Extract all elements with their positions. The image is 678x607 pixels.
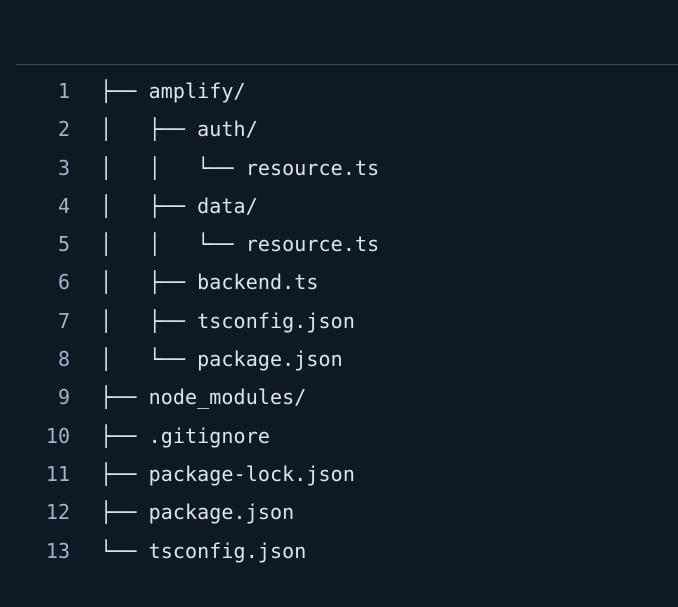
line-number: 1 [57, 79, 70, 103]
code-line: 6 │ ├── backend.ts [0, 263, 678, 301]
line-number: 7 [57, 308, 70, 333]
line-content: ├── amplify/ [100, 79, 246, 103]
line-content: └── tsconfig.json [100, 538, 307, 563]
code-line: 12 ├── package.json [0, 493, 678, 531]
line-content: │ ├── data/ [100, 193, 258, 218]
line-number: 5 [57, 232, 70, 257]
line-number: 2 [57, 117, 70, 142]
code-line: 2 │ ├── auth/ [0, 110, 678, 148]
line-number: 9 [57, 385, 70, 410]
code-line: 8 │ └── package.json [0, 340, 678, 378]
line-content: ├── .gitignore [100, 423, 270, 448]
line-content: │ ├── backend.ts [100, 270, 319, 295]
line-content: ├── node_modules/ [100, 385, 307, 410]
line-number: 13 [45, 538, 70, 563]
line-number: 6 [57, 270, 70, 295]
code-line: 11 ├── package-lock.json [0, 455, 678, 493]
line-number: 4 [57, 193, 70, 218]
code-line: 1 ├── amplify/ [0, 72, 678, 110]
line-content: │ └── package.json [100, 347, 343, 372]
code-line: 9 ├── node_modules/ [0, 378, 678, 416]
line-content: │ │ └── resource.ts [100, 232, 380, 257]
line-number: 8 [57, 347, 70, 372]
code-line: 7 │ ├── tsconfig.json [0, 302, 678, 340]
line-number: 11 [45, 461, 70, 486]
code-line: 10 ├── .gitignore [0, 417, 678, 455]
line-number: 3 [57, 155, 70, 180]
line-content: │ ├── auth/ [100, 117, 258, 142]
directory-tree-code-block[interactable]: 1 ├── amplify/ 2 │ ├── auth/ 3 │ │ └── r… [0, 72, 678, 607]
code-line: 5 │ │ └── resource.ts [0, 225, 678, 263]
line-content: │ ├── tsconfig.json [100, 308, 355, 333]
header-strip [0, 0, 678, 64]
line-number: 12 [45, 500, 70, 525]
code-line: 4 │ ├── data/ [0, 187, 678, 225]
code-line: 13 └── tsconfig.json [0, 532, 678, 570]
line-content: │ │ └── resource.ts [100, 155, 380, 180]
line-content: ├── package.json [100, 500, 295, 525]
line-content: ├── package-lock.json [100, 461, 355, 486]
header-divider [16, 64, 678, 65]
code-line: 3 │ │ └── resource.ts [0, 149, 678, 187]
line-number: 10 [45, 423, 70, 448]
